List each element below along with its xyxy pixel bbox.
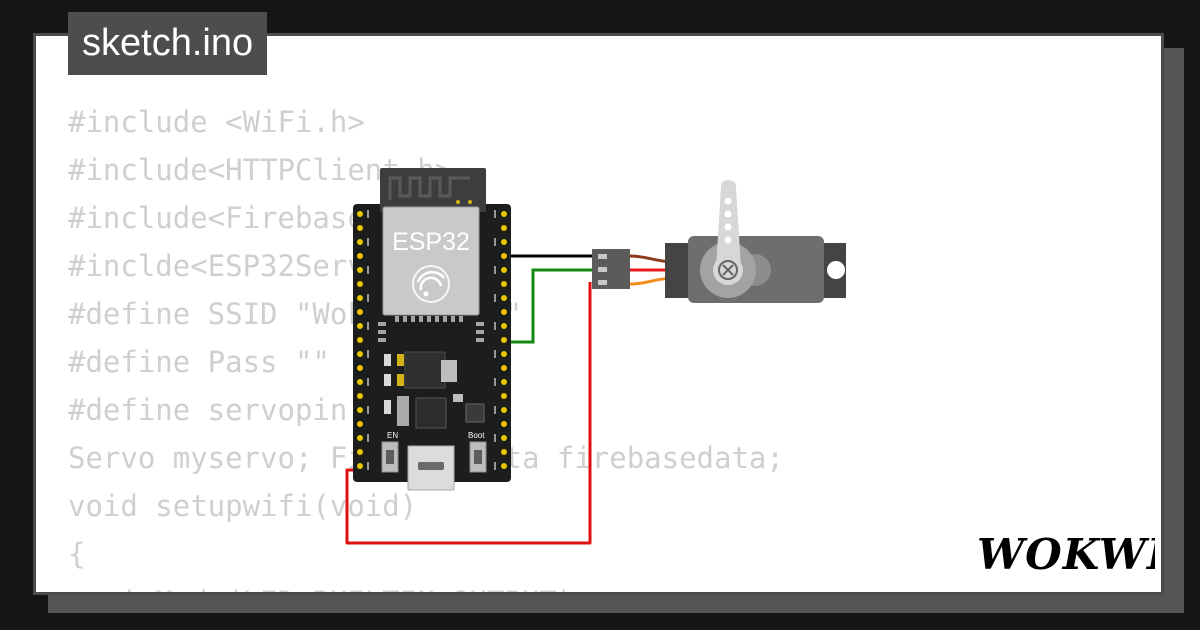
code-line: { bbox=[68, 537, 86, 571]
esp32-board[interactable]: ESP32 EN Boot bbox=[353, 168, 511, 491]
board-label: ESP32 bbox=[392, 228, 470, 256]
espressif-logo-icon bbox=[412, 265, 450, 303]
esp32-chip bbox=[382, 206, 480, 316]
header-pins-right bbox=[501, 211, 507, 469]
en-label: EN bbox=[387, 431, 398, 440]
wifi-antenna-icon bbox=[380, 168, 486, 212]
code-line: pinMode(LED_BUILTIN,OUTPUT); bbox=[68, 578, 784, 592]
wokwi-brand: WOKWI bbox=[977, 530, 1155, 577]
antenna-trace bbox=[388, 176, 470, 200]
usb-port-icon bbox=[407, 445, 455, 491]
wire-red[interactable] bbox=[345, 282, 592, 545]
boot-label: Boot bbox=[468, 431, 485, 440]
servo-connector[interactable] bbox=[592, 249, 630, 289]
code-line: void setupwifi(void) bbox=[68, 489, 418, 523]
code-card: #include <WiFi.h>#include<HTTPClient.h>#… bbox=[33, 33, 1164, 595]
wire-green[interactable] bbox=[503, 268, 598, 344]
code-line: #include <WiFi.h> bbox=[68, 105, 365, 139]
servo-motor[interactable] bbox=[665, 180, 846, 303]
header-pins-left bbox=[357, 211, 363, 469]
code-line: #define Pass "" bbox=[68, 345, 330, 379]
wokwi-logo: WOKWI bbox=[977, 530, 1155, 577]
file-tab[interactable]: sketch.ino bbox=[68, 12, 268, 75]
